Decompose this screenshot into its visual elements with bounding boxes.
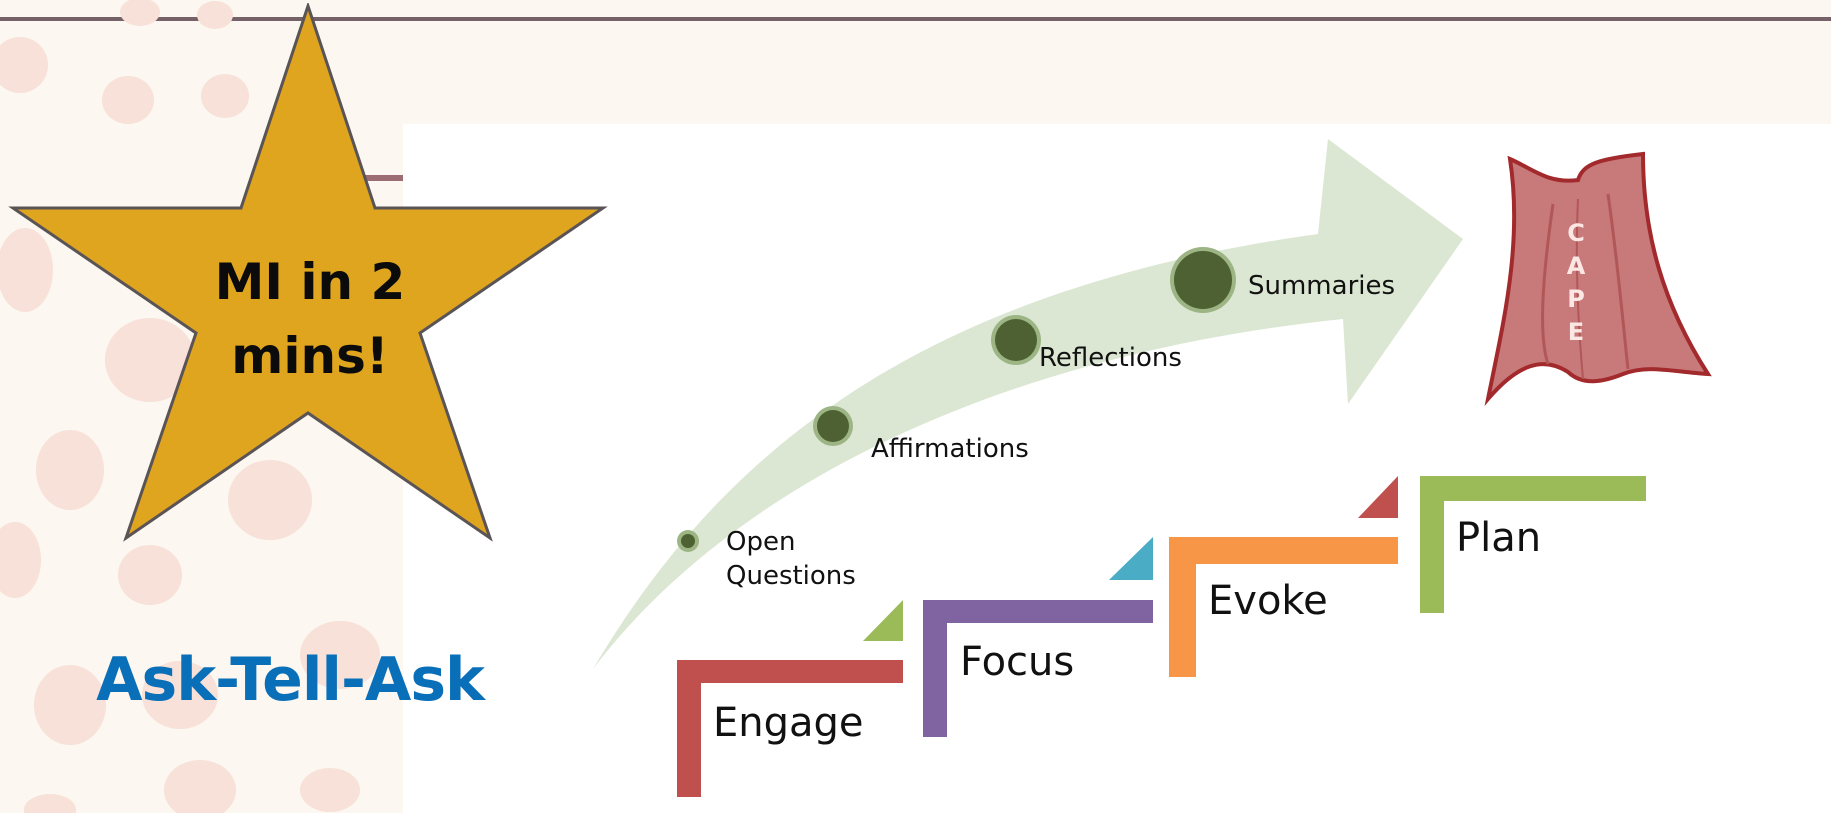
cape-letter: C bbox=[1567, 219, 1585, 247]
step-label-engage: Engage bbox=[713, 700, 864, 746]
skill-dot bbox=[1174, 251, 1232, 309]
star-title-line2: mins! bbox=[231, 327, 389, 385]
step-corner-triangle bbox=[1109, 537, 1153, 580]
skill-label-reflections: Reflections bbox=[1039, 343, 1182, 373]
step-evoke-bracket bbox=[1169, 537, 1398, 677]
step-plan-bracket bbox=[1420, 476, 1646, 613]
skill-label-open: Open bbox=[726, 527, 795, 557]
skill-label-summaries: Summaries bbox=[1248, 271, 1395, 301]
progress-arrow bbox=[593, 139, 1463, 669]
step-focus-bracket bbox=[923, 600, 1153, 737]
skill-label-questions: Questions bbox=[726, 561, 856, 591]
step-engage-bracket bbox=[677, 660, 903, 797]
mi-process-diagram: Open Questions Affirmations Reflections … bbox=[593, 139, 1712, 797]
step-corner-triangle bbox=[1358, 476, 1398, 518]
skill-dot bbox=[995, 319, 1037, 361]
accent-bar bbox=[360, 175, 405, 181]
star-shape bbox=[8, 3, 608, 542]
skill-dot bbox=[817, 410, 849, 442]
cape-letter: P bbox=[1567, 285, 1585, 313]
step-label-evoke: Evoke bbox=[1208, 578, 1328, 624]
step-corner-triangle bbox=[863, 600, 903, 641]
star-title: MI in 2 mins! bbox=[140, 245, 480, 393]
step-label-plan: Plan bbox=[1456, 515, 1541, 561]
cape-icon bbox=[1484, 151, 1712, 407]
skill-dot bbox=[681, 534, 695, 548]
background-pattern bbox=[0, 0, 380, 813]
ask-tell-ask-heading: Ask-Tell-Ask bbox=[96, 645, 485, 715]
step-label-focus: Focus bbox=[960, 639, 1074, 685]
cape-letter: E bbox=[1568, 318, 1584, 346]
cape-letter: A bbox=[1567, 252, 1586, 280]
star-title-line1: MI in 2 bbox=[214, 253, 406, 311]
top-rule bbox=[0, 17, 1831, 21]
skill-label-affirmations: Affirmations bbox=[871, 434, 1029, 464]
